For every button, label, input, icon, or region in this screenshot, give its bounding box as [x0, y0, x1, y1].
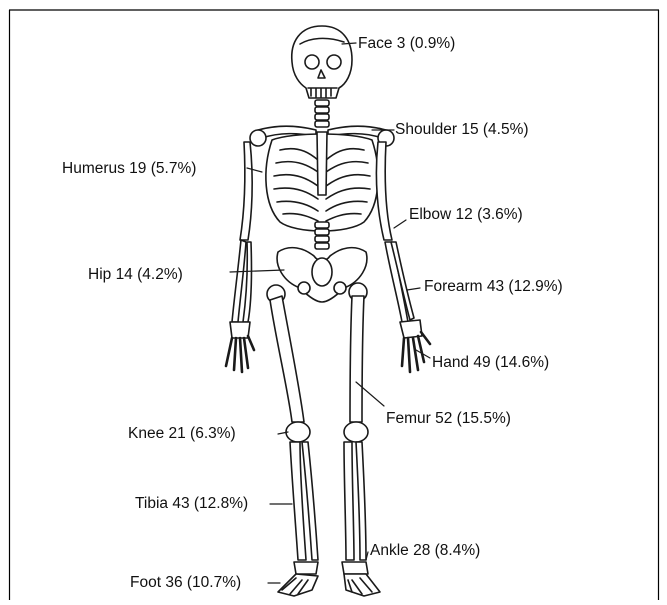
left-arm: [226, 142, 254, 372]
label-ankle: Ankle 28 (8.4%): [370, 542, 480, 560]
label-tibia: Tibia 43 (12.8%): [135, 495, 248, 513]
rib-cage: [266, 132, 378, 231]
label-hip: Hip 14 (4.2%): [88, 266, 183, 284]
label-elbow: Elbow 12 (3.6%): [409, 206, 523, 224]
cervical-spine: [315, 100, 329, 127]
right-arm: [376, 142, 430, 372]
label-femur: Femur 52 (15.5%): [386, 410, 511, 428]
skull: [292, 26, 352, 98]
label-shoulder: Shoulder 15 (4.5%): [395, 121, 529, 139]
lumbar-spine: [315, 222, 329, 249]
label-face: Face 3 (0.9%): [358, 35, 455, 53]
label-hand: Hand 49 (14.6%): [432, 354, 549, 372]
left-leg: [267, 285, 318, 596]
label-humerus: Humerus 19 (5.7%): [62, 160, 196, 178]
label-knee: Knee 21 (6.3%): [128, 425, 236, 443]
label-foot: Foot 36 (10.7%): [130, 574, 241, 592]
label-forearm: Forearm 43 (12.9%): [424, 278, 563, 296]
